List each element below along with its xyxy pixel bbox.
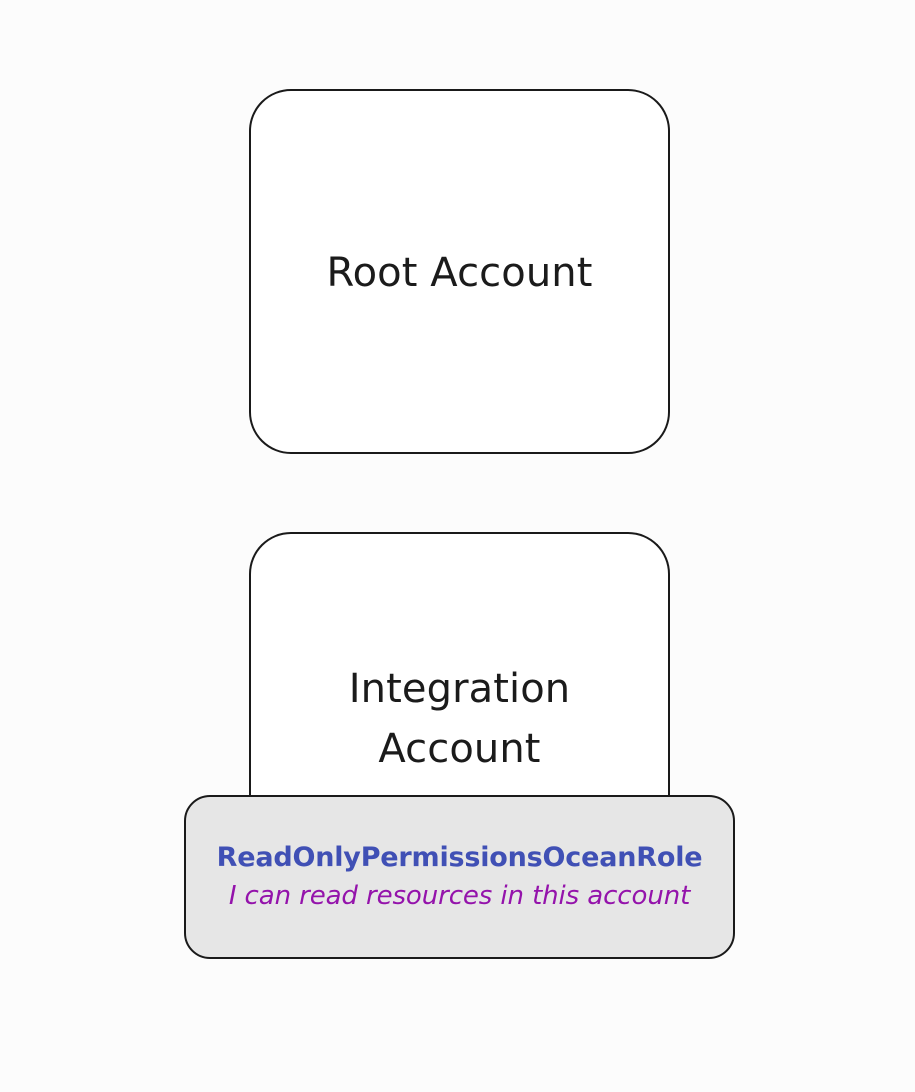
root-account-box[interactable]: Root Account [249,89,670,454]
role-description-label: I can read resources in this account [228,881,691,911]
role-name-label: ReadOnlyPermissionsOceanRole [216,842,703,873]
readonly-role-card[interactable]: ReadOnlyPermissionsOceanRole I can read … [184,795,735,959]
integration-account-label: Integration Account [348,666,571,772]
root-account-label: Root Account [326,250,593,296]
